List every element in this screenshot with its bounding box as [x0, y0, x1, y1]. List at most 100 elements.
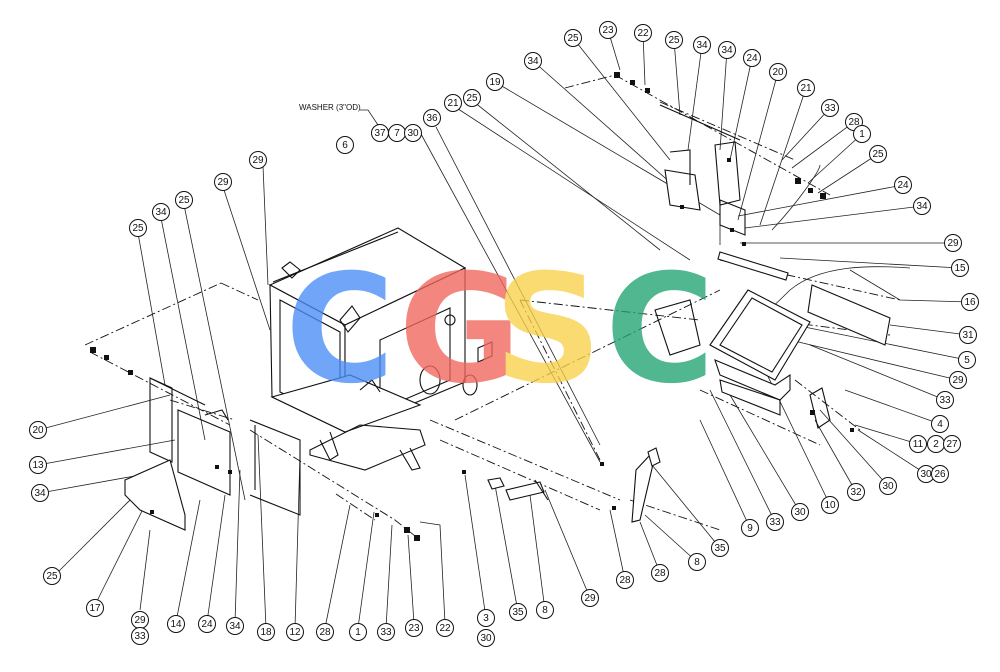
callout-number: 35: [714, 543, 726, 554]
callout-bubble: 29: [131, 611, 149, 629]
callout-circle: [791, 503, 809, 521]
callout-bubble: 34: [31, 484, 49, 502]
right-tray-assembly: [654, 251, 891, 429]
callout-circle: [405, 619, 423, 637]
callout-number: 29: [252, 155, 264, 166]
callout-bubble: 19: [486, 73, 504, 91]
callout-number: 33: [824, 103, 836, 114]
callout-circle: [377, 623, 395, 641]
callout-number: 29: [952, 375, 964, 386]
callout-circle: [821, 99, 839, 117]
callout-bubble: 24: [743, 49, 761, 67]
callout-circle: [129, 219, 147, 237]
callout-number: 10: [824, 500, 836, 511]
callout-circle: [29, 456, 47, 474]
callout-bubble: 22: [436, 619, 454, 637]
callout-circle: [436, 619, 454, 637]
callout-circle: [651, 564, 669, 582]
callout-circle: [423, 109, 441, 127]
callout-circle: [688, 553, 706, 571]
callout-bubble: 3: [477, 609, 495, 627]
callout-number: 25: [466, 93, 478, 104]
callout-circle: [581, 589, 599, 607]
callout-number: 26: [934, 469, 946, 480]
callout-bubble: 20: [769, 63, 787, 81]
callout-bubble: 2: [927, 435, 945, 453]
watermark-letter: C: [285, 243, 395, 417]
callout-circle: [316, 623, 334, 641]
callout-circle: [718, 41, 736, 59]
callout-number: 29: [134, 615, 146, 626]
callout-circle: [214, 173, 232, 191]
callout-bubble: 29: [214, 173, 232, 191]
callout-bubble: 5: [958, 351, 976, 369]
callout-number: 33: [134, 631, 146, 642]
callout-bubble: 13: [29, 456, 47, 474]
callout-circle: [31, 484, 49, 502]
callout-bubble: 35: [509, 603, 527, 621]
callout-bubble: 17: [86, 599, 104, 617]
callout-bubble: 34: [226, 617, 244, 635]
callout-bubble: 28: [316, 623, 334, 641]
callout-number: 27: [946, 439, 958, 450]
callout-number: 30: [794, 507, 806, 518]
callout-circle: [477, 609, 495, 627]
callout-circle: [167, 615, 185, 633]
bottom-center-parts: [487, 447, 661, 523]
callout-circle: [226, 617, 244, 635]
callout-bubble: 27: [943, 435, 961, 453]
callout-bubble: 34: [152, 203, 170, 221]
callout-number: 11: [913, 439, 924, 450]
callout-number: 19: [489, 77, 501, 88]
callout-number: 25: [872, 149, 884, 160]
callout-circle: [931, 415, 949, 433]
callout-bubble: 34: [718, 41, 736, 59]
callout-bubble: 18: [257, 623, 275, 641]
callout-bubble: 25: [564, 29, 582, 47]
callout-circle: [665, 31, 683, 49]
callout-bubble: 7: [388, 124, 406, 142]
callout-number: 34: [34, 488, 46, 499]
callout-circle: [951, 259, 969, 277]
callout-circle: [509, 603, 527, 621]
callout-number: 34: [229, 621, 241, 632]
callout-number: 31: [962, 330, 974, 341]
callout-number: 24: [897, 180, 909, 191]
callout-number: 25: [668, 35, 680, 46]
callout-number: 15: [954, 263, 966, 274]
callout-number: 20: [772, 67, 784, 78]
callout-bubble: 21: [797, 79, 815, 97]
callout-circle: [249, 151, 267, 169]
callout-number: 6: [342, 140, 348, 151]
callout-bubble: 33: [936, 391, 954, 409]
callout-number: 34: [916, 201, 928, 212]
callout-bubble: 33: [131, 627, 149, 645]
callout-number: 2: [933, 439, 939, 450]
callout-number: 32: [850, 487, 862, 498]
callout-number: 30: [407, 128, 419, 139]
callout-circle: [477, 629, 495, 647]
callout-circle: [43, 567, 61, 585]
callout-circle: [766, 513, 784, 531]
callout-number: 4: [937, 419, 943, 430]
callout-circle: [616, 571, 634, 589]
callout-bubble: 25: [463, 89, 481, 107]
callout-number: 33: [939, 395, 951, 406]
callout-bubble: 15: [951, 259, 969, 277]
callout-circle: [634, 24, 652, 42]
callout-circle: [797, 79, 815, 97]
callout-number: 34: [527, 56, 539, 67]
callout-number: 21: [800, 83, 812, 94]
callout-circle: [958, 351, 976, 369]
callout-circle: [943, 435, 961, 453]
callout-circle: [599, 21, 617, 39]
callout-bubble: 35: [711, 539, 729, 557]
callout-bubble: 25: [869, 145, 887, 163]
callout-number: 20: [32, 425, 44, 436]
callout-circle: [944, 234, 962, 252]
callout-circle: [349, 623, 367, 641]
left-panel-assembly: [124, 377, 301, 531]
callout-number: 23: [408, 623, 420, 634]
callout-circle: [463, 89, 481, 107]
